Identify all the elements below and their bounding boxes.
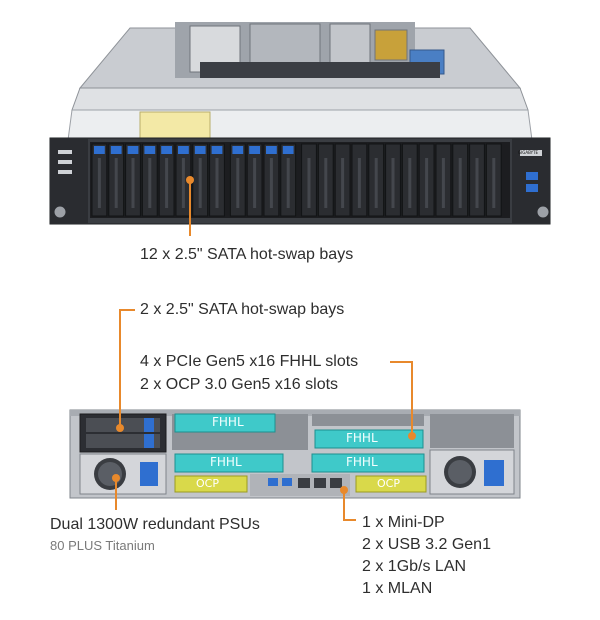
- callout-pcie-1: 4 x PCIe Gen5 x16 FHHL slots: [140, 353, 359, 370]
- drive-bay-handle: [475, 158, 479, 208]
- drive-bay-handle: [458, 158, 462, 208]
- drive-bay-latch: [110, 146, 122, 154]
- drive-bay-latch: [94, 146, 105, 154]
- drive-bay-handle: [441, 158, 445, 208]
- rear-server: [69, 409, 521, 499]
- brand-badge: GIGABYTE: [518, 150, 539, 155]
- slot-fhhl-3: [174, 453, 284, 473]
- callout-sata12: 12 x 2.5" SATA hot-swap bays: [140, 246, 354, 263]
- drive-bay-handle: [391, 158, 395, 208]
- drive-bay-latch: [211, 146, 223, 154]
- drive-bay-handle: [341, 158, 345, 208]
- callout-psu: Dual 1300W redundant PSUs: [50, 516, 260, 533]
- slot-label-fhhl-2: FHHL: [346, 431, 378, 445]
- slot-ocp-2: [355, 475, 427, 493]
- drive-bay-latch: [282, 146, 294, 154]
- drive-bay-latch: [266, 146, 277, 154]
- drive-bay-latch: [178, 146, 189, 154]
- drive-bay-handle: [307, 158, 311, 208]
- drive-bay-handle: [425, 158, 429, 208]
- drive-bay-latch: [232, 146, 244, 154]
- drive-bay-handle: [236, 158, 240, 208]
- drive-bay-handle: [97, 158, 101, 208]
- drive-bay-handle: [357, 158, 361, 208]
- drive-bay-handle: [114, 158, 118, 208]
- callout-line-pcie: [390, 361, 413, 436]
- front-server-top: [67, 22, 533, 141]
- drive-bay-handle: [374, 158, 378, 208]
- drive-bay-latch: [249, 146, 260, 154]
- drive-bay-latch: [144, 146, 156, 154]
- slot-fhhl-1: [174, 413, 276, 433]
- io-item: 2 x USB 3.2 Gen1: [362, 536, 491, 553]
- drive-bay-handle: [215, 158, 219, 208]
- drive-bay-handle: [131, 158, 135, 208]
- drive-bay-handle: [181, 158, 185, 208]
- slot-label-fhhl-4: FHHL: [346, 455, 378, 469]
- callout-dots: [112, 176, 416, 494]
- slot-label-ocp-1: OCP: [196, 477, 219, 490]
- drive-bay-handle: [253, 158, 257, 208]
- slot-label-fhhl-1: FHHL: [212, 415, 244, 429]
- slot-label-fhhl-3: FHHL: [210, 455, 242, 469]
- drive-bay-handle: [324, 158, 328, 208]
- callout-sata2: 2 x 2.5" SATA hot-swap bays: [140, 301, 345, 318]
- callout-psu-sub: 80 PLUS Titanium: [50, 538, 155, 553]
- io-item: 1 x Mini-DP: [362, 514, 445, 531]
- slot-fhhl-4: [311, 453, 425, 473]
- callout-line-sata2: [119, 309, 135, 428]
- drive-bay-handle: [198, 158, 202, 208]
- front-drive-bays: [91, 143, 502, 217]
- slot-ocp-1: [174, 475, 248, 493]
- drive-bay-handle: [165, 158, 169, 208]
- callout-line-io: [343, 490, 356, 521]
- drive-bay-latch: [161, 146, 172, 154]
- drive-bay-latch: [127, 146, 139, 154]
- callout-pcie-2: 2 x OCP 3.0 Gen5 x16 slots: [140, 376, 339, 393]
- drive-bay-latch: [194, 146, 206, 154]
- io-list: 1 x Mini-DP 2 x USB 3.2 Gen1 2 x 1Gb/s L…: [362, 512, 491, 600]
- drive-bay-handle: [269, 158, 273, 208]
- io-item: 2 x 1Gb/s LAN: [362, 558, 467, 575]
- drive-bay-handle: [492, 158, 496, 208]
- slot-label-ocp-2: OCP: [377, 477, 400, 490]
- drive-bay-handle: [148, 158, 152, 208]
- drive-bay-handle: [408, 158, 412, 208]
- slot-fhhl-2: [314, 429, 424, 449]
- drive-bay-handle: [286, 158, 290, 208]
- io-item: 1 x MLAN: [362, 580, 433, 597]
- callout-lines: [115, 180, 413, 521]
